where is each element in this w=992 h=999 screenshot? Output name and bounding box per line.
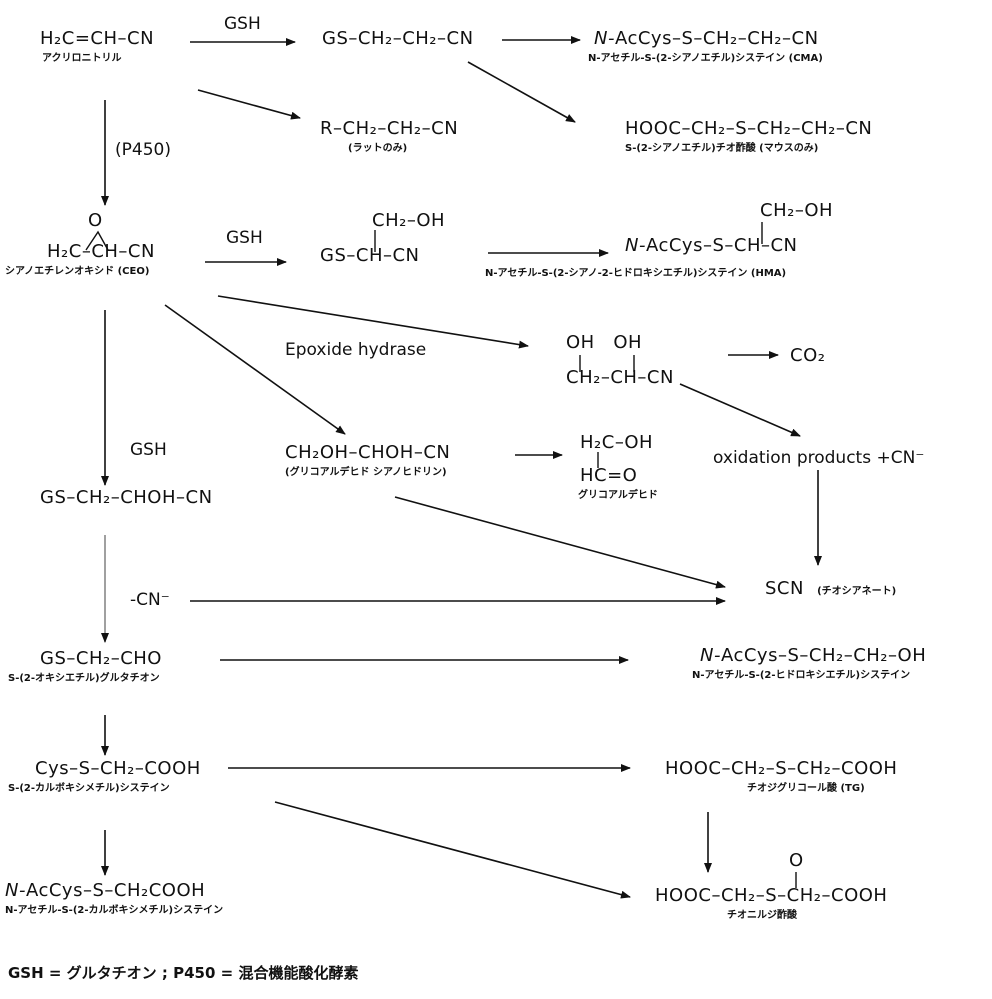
- r-ch2ch2cn-formula: R–CH₂–CH₂–CN: [320, 118, 459, 139]
- cys-cooh: Cys–S–CH₂–COOH S-(2-カルボキシメチル)システイン: [8, 758, 201, 794]
- arrow-ceo-to-diol: [217, 295, 529, 349]
- diol-formula: CH₂–CH–CN: [566, 367, 674, 388]
- ceo-oxygen: O: [88, 210, 103, 231]
- cma-formula: AcCys–S–CH₂–CH₂–CN: [614, 28, 819, 49]
- ceo-formula: H₂C–CH–CN: [47, 241, 155, 262]
- arrow-gs-to-thioacetic: [467, 61, 576, 123]
- scn-label: (チオシアネート): [817, 586, 897, 597]
- glycolaldehyde-cyanohydrin: CH₂OH–CHOH–CN (グリコアルデヒド シアノヒドリン): [285, 442, 450, 478]
- glycolaldehyde-top: H₂C–OH: [580, 432, 654, 453]
- arrow-acrylonitrile-to-r: [197, 89, 301, 120]
- tg-label: チオジグリコール酸 (TG): [747, 783, 865, 794]
- sulfinyl-formula: HOOC–CH₂–S–CH₂–COOH: [655, 885, 888, 906]
- gsh-label-2: GSH: [226, 228, 263, 248]
- gs-cho-formula: GS–CH₂–CHO: [40, 648, 162, 669]
- glycolaldehyde-label: グリコアルデヒド: [578, 490, 658, 501]
- p450-label: (P450): [115, 140, 171, 160]
- gs-ch2-chohcn: GS–CH₂–CHOH–CN: [40, 487, 213, 508]
- r-ch2ch2cn-label: (ラットのみ): [348, 143, 408, 154]
- thioacetic-cyano-label: S-(2-シアノエチル)チオ酢酸 (マウスのみ): [625, 143, 819, 154]
- acys-oh-label: N-アセチル-S-(2-ヒドロキシエチル)システイン: [692, 670, 911, 681]
- hma-top: CH₂–OH: [760, 200, 834, 221]
- cys-cooh-formula: Cys–S–CH₂–COOH: [35, 758, 201, 779]
- tg-formula: HOOC–CH₂–S–CH₂–COOH: [665, 758, 898, 779]
- ceo-label: シアノエチレンオキシド (CEO): [5, 266, 150, 277]
- acrylonitrile-label: アクリロニトリル: [42, 53, 122, 64]
- acrylonitrile-formula: H₂C=CH–CN: [40, 28, 155, 49]
- arrow-glyco-cyano-to-scn: [394, 496, 726, 589]
- acrylonitrile: H₂C=CH–CN アクリロニトリル: [40, 28, 154, 64]
- sulfinyl-oxygen: O: [789, 850, 804, 871]
- hma-formula: AcCys–S–CH–CN: [645, 235, 798, 256]
- acys-cooh-label: N-アセチル-S-(2-カルボキシメチル)システイン: [5, 905, 224, 916]
- footnote: GSH = グルタチオン ; P450 = 混合機能酸化酵素: [8, 964, 359, 982]
- diol-top: OH OH: [566, 332, 643, 353]
- glycolaldehyde: H₂C–OH HC=O グリコアルデヒド: [578, 432, 658, 501]
- hma: CH₂–OH N-AcCys–S–CH–CN N-アセチル-S-(2-シアノ-2…: [485, 200, 834, 279]
- sulfinyl: O HOOC–CH₂–S–CH₂–COOH チオニルジ酢酸: [655, 850, 887, 921]
- arrow-ceo-to-glyco-cyano: [164, 304, 346, 435]
- hma-label: N-アセチル-S-(2-シアノ-2-ヒドロキシエチル)システイン (HMA): [485, 268, 787, 279]
- gs-ch2ch2cn: GS–CH₂–CH₂–CN: [322, 28, 474, 49]
- gs-hydroxy: CH₂–OH GS–CH–CN: [320, 210, 445, 266]
- gsh-label-1: GSH: [224, 14, 261, 34]
- gs-ch2ch2cn-formula: GS–CH₂–CH₂–CN: [322, 28, 474, 49]
- co2: CO₂: [790, 345, 826, 366]
- scn-formula: SCN: [765, 578, 804, 599]
- sulfinyl-label: チオニルジ酢酸: [727, 910, 797, 921]
- r-ch2ch2cn: R–CH₂–CH₂–CN (ラットのみ): [320, 118, 458, 154]
- oxidation-products: oxidation products +CN⁻: [713, 448, 925, 468]
- acys-oh-prefix: N-: [700, 645, 721, 666]
- acys-oh-formula: AcCys–S–CH₂–CH₂–OH: [720, 645, 927, 666]
- gs-hydroxy-formula: GS–CH–CN: [320, 245, 420, 266]
- gsh-label-3: GSH: [130, 440, 167, 460]
- cys-cooh-label: S-(2-カルボキシメチル)システイン: [8, 783, 170, 794]
- gs-ch2-cho: GS–CH₂–CHO S-(2-オキシエチル)グルタチオン: [8, 648, 162, 684]
- glyco-cyano-formula: CH₂OH–CHOH–CN: [285, 442, 451, 463]
- arrow-diol-to-oxidation: [679, 383, 801, 437]
- tg: HOOC–CH₂–S–CH₂–COOH チオジグリコール酸 (TG): [665, 758, 897, 794]
- hma-prefix: N-: [625, 235, 646, 256]
- glyco-cyano-label: (グリコアルデヒド シアノヒドリン): [285, 467, 447, 478]
- acys-cooh-formula: AcCys–S–CH₂COOH: [25, 880, 206, 901]
- cn-minus-label: -CN⁻: [130, 590, 170, 610]
- thioacetic-cyano: HOOC–CH₂–S–CH₂–CH₂–CN S-(2-シアノエチル)チオ酢酸 (…: [625, 118, 872, 154]
- ceo: O H₂C–CH–CN シアノエチレンオキシド (CEO): [5, 210, 155, 277]
- epoxide-hydrase-label: Epoxide hydrase: [285, 340, 427, 360]
- epoxide-bond: [85, 230, 109, 251]
- diol: OH OH CH₂–CH–CN: [566, 332, 674, 388]
- thioacetic-cyano-formula: HOOC–CH₂–S–CH₂–CH₂–CN: [625, 118, 873, 139]
- glycolaldehyde-formula: HC=O: [580, 465, 638, 486]
- acys-cooh-prefix: N-: [5, 880, 26, 901]
- scn: SCN (チオシアネート): [765, 578, 896, 599]
- cma-prefix: N-: [594, 28, 615, 49]
- cma: N-AcCys–S–CH₂–CH₂–CN N-アセチル-S-(2-シアノエチル)…: [588, 28, 823, 64]
- gs-hydroxy-top: CH₂–OH: [372, 210, 446, 231]
- acys-cooh: N-AcCys–S–CH₂COOH N-アセチル-S-(2-カルボキシメチル)シ…: [5, 880, 223, 916]
- gs-cho-label: S-(2-オキシエチル)グルタチオン: [8, 673, 160, 684]
- cma-label: N-アセチル-S-(2-シアノエチル)システイン (CMA): [588, 53, 823, 64]
- acys-oh: N-AcCys–S–CH₂–CH₂–OH N-アセチル-S-(2-ヒドロキシエチ…: [692, 645, 927, 681]
- arrow-cys-cooh-to-sulfinyl: [274, 801, 631, 899]
